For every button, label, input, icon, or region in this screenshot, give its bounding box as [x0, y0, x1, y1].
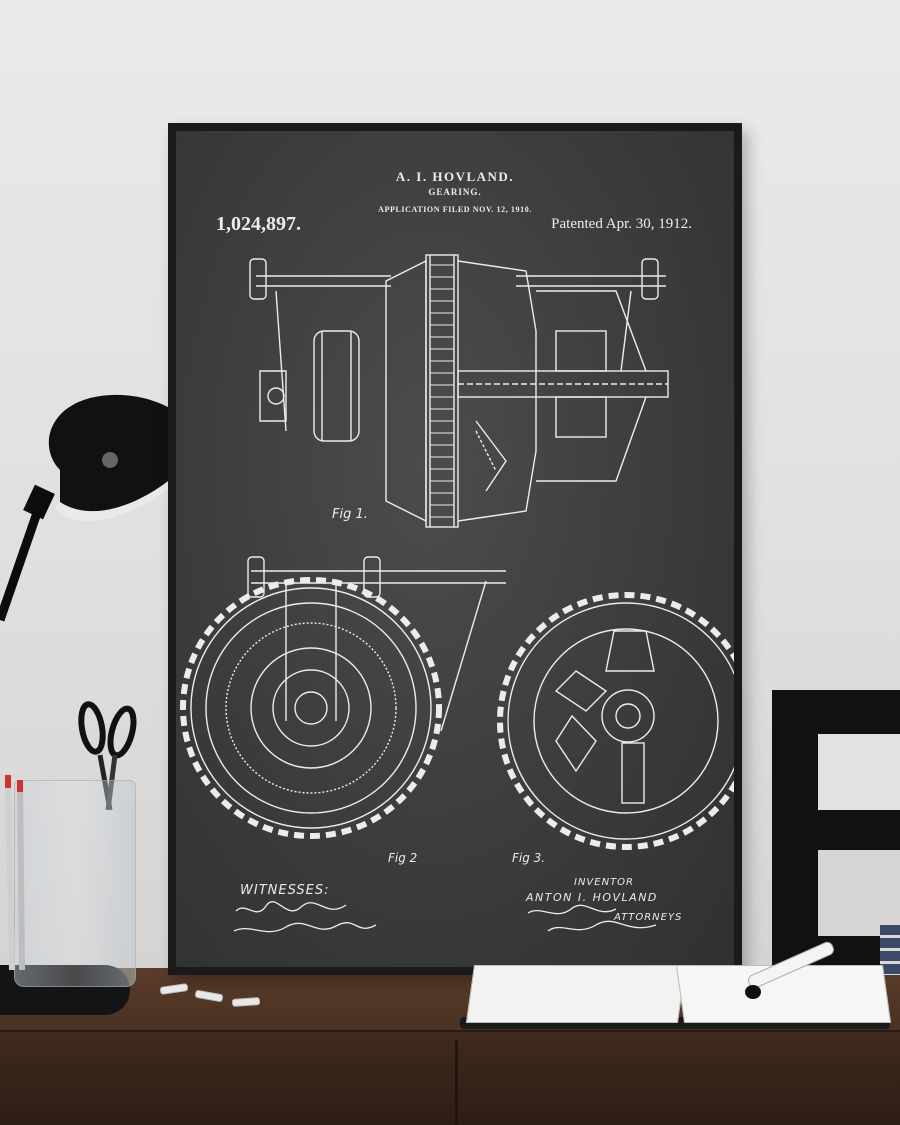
- attorneys-label: ATTORNEYS: [614, 912, 683, 923]
- patent-subject: GEARING.: [428, 187, 482, 197]
- fig3-label: Fig 3.: [512, 851, 546, 865]
- inventor-label: INVENTOR: [574, 877, 634, 888]
- application-line: APPLICATION FILED NOV. 12, 1910.: [378, 205, 532, 214]
- fig3-drawing: [497, 592, 734, 850]
- fig2-drawing: [180, 556, 506, 839]
- letter-e-decor: [772, 690, 900, 975]
- open-notebook: [460, 965, 892, 1029]
- desk-drawers: [0, 1032, 900, 1125]
- patent-poster: A. I. HOVLAND. GEARING. APPLICATION FILE…: [176, 131, 734, 967]
- pen-cup: [14, 780, 136, 987]
- book-stack: [880, 925, 900, 975]
- patent-date: Patented Apr. 30, 1912.: [551, 216, 692, 232]
- fig2-label: Fig 2: [388, 851, 418, 865]
- inventor-header: A. I. HOVLAND.: [395, 169, 515, 184]
- patent-number: 1,024,897.: [216, 213, 301, 235]
- pencils: [5, 774, 25, 970]
- fig1-drawing: [249, 254, 669, 528]
- inventor-name: ANTON I. HOVLAND: [526, 891, 658, 904]
- pen-cap: [745, 985, 761, 999]
- patent-line-drawing: [180, 254, 734, 850]
- fig1-label: Fig 1.: [332, 507, 368, 522]
- drawer-seam: [455, 1040, 458, 1125]
- witnesses-label: WITNESSES:: [240, 883, 330, 898]
- poster-frame: A. I. HOVLAND. GEARING. APPLICATION FILE…: [168, 123, 742, 975]
- signatures: [233, 901, 657, 933]
